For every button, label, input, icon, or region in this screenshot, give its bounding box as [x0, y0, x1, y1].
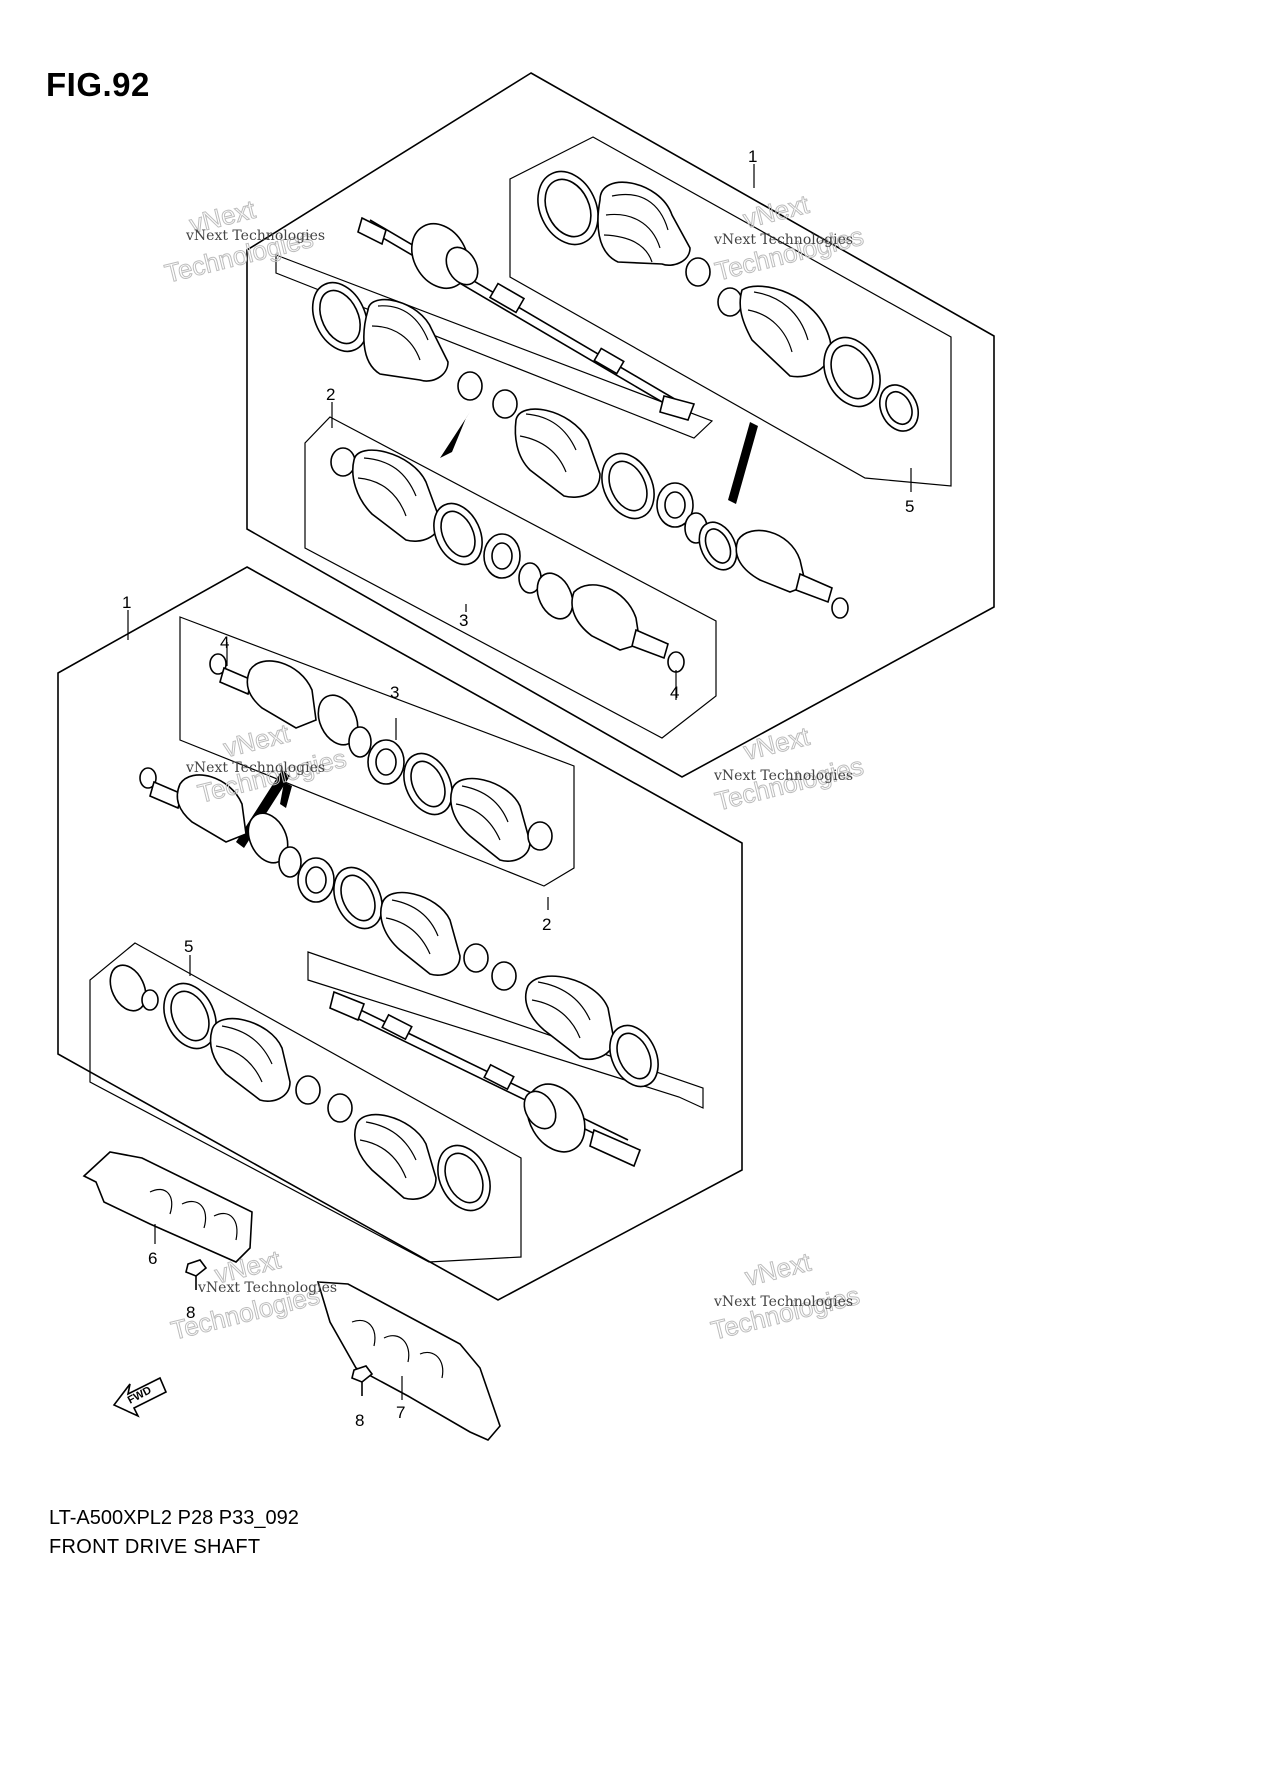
- bolt-8-a: [185, 1259, 208, 1290]
- callout-7: 7: [396, 1403, 405, 1422]
- watermark-large-line1: vNext: [741, 721, 813, 766]
- bottom-right-kit-parts: [491, 961, 659, 1088]
- callout-4-a: 4: [220, 633, 229, 652]
- watermark-bottom-right: vNext Technologies: [708, 1246, 864, 1346]
- watermark-small: vNext Technologies: [713, 768, 853, 784]
- top-assembly-outline: [246, 72, 995, 778]
- callout-8-a: 8: [186, 1303, 195, 1322]
- top-shaft-box: [275, 254, 714, 439]
- callout-5-top: 5: [905, 497, 914, 516]
- model-code: LT-A500XPL2 P28 P33_092: [49, 1507, 299, 1529]
- watermark-small: vNext Technologies: [197, 1280, 337, 1296]
- watermark-mid-right: vNext Technologies: [711, 720, 867, 817]
- top-drive-shaft: [357, 216, 696, 421]
- bottom-kit-box-2: [179, 616, 575, 887]
- top-right-kit-parts: [537, 170, 920, 432]
- pointer-wedge-icon: [280, 782, 292, 808]
- bottom-kit-box-5: [89, 942, 522, 1263]
- bottom-kit5-parts: [109, 964, 491, 1212]
- pointer-wedge-icon: [440, 412, 470, 458]
- callout-2-top: 2: [326, 385, 335, 404]
- top-right-kit-box: [509, 136, 952, 487]
- callout-4-b: 4: [670, 683, 679, 702]
- guard-6: [82, 1151, 253, 1263]
- fwd-arrow-icon: FWD: [112, 1376, 168, 1418]
- section-name: FRONT DRIVE SHAFT: [49, 1536, 261, 1558]
- bottom-drive-shaft: [329, 990, 642, 1168]
- callout-6: 6: [148, 1249, 157, 1268]
- guard-7: [316, 1281, 501, 1441]
- watermark-large-line2: Technologies: [708, 1280, 863, 1346]
- callout-1-left: 1: [122, 593, 131, 612]
- watermark-large-line1: vNext: [742, 1247, 814, 1292]
- bolt-8-b: [351, 1365, 374, 1396]
- bottom-kit2-parts: [209, 653, 553, 862]
- callout-1-top: 1: [748, 147, 757, 166]
- callout-2-mid: 2: [542, 915, 551, 934]
- pointer-wedge-icon: [728, 422, 758, 504]
- bottom-assembly-outline: [57, 566, 743, 1301]
- watermark-small: vNext Technologies: [185, 228, 325, 244]
- watermark-small: vNext Technologies: [713, 232, 853, 248]
- bottom-mid-parts: [139, 767, 489, 976]
- callout-3-mid: 3: [390, 683, 399, 702]
- callout-5-left: 5: [184, 937, 193, 956]
- callout-8-b: 8: [355, 1411, 364, 1430]
- watermark-small: vNext Technologies: [713, 1294, 853, 1310]
- figure-title: FIG.92: [46, 66, 150, 103]
- top-kit-box-2: [304, 416, 717, 739]
- watermark-large-line1: vNext: [220, 718, 292, 763]
- watermark-small: vNext Technologies: [185, 760, 325, 776]
- callout-3-top: 3: [459, 611, 468, 630]
- top-mid-kit-parts: [311, 281, 849, 619]
- top-kit2-parts: [330, 447, 685, 673]
